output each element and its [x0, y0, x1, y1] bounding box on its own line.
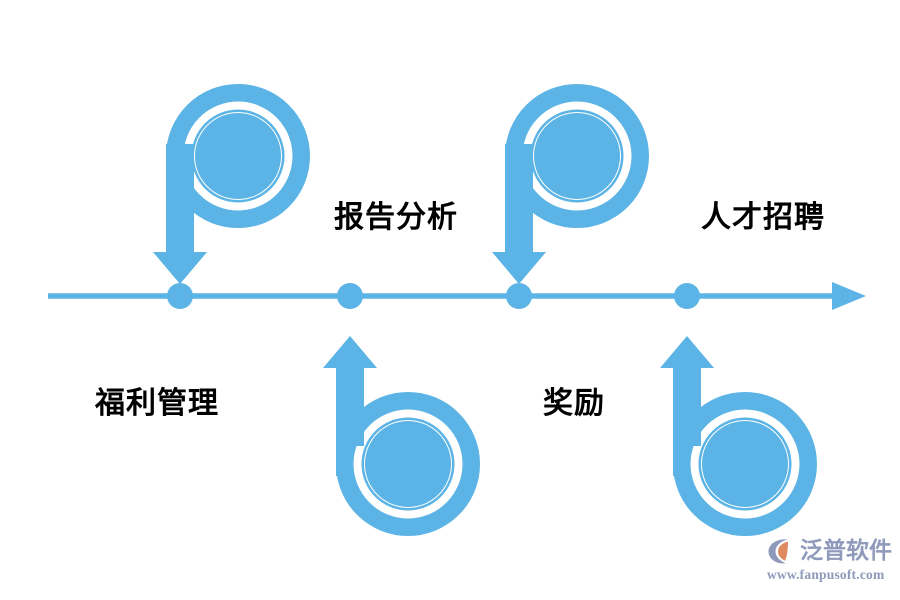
timeline-arrowhead: [832, 282, 866, 310]
node-label-talent-recruitment: 人才招聘: [701, 200, 825, 235]
fanpu-swoosh-logo-icon: [768, 539, 793, 564]
node-label-report-analysis: 报告分析: [334, 200, 458, 235]
brand-watermark: 泛普软件 www.fanpusoft.com: [766, 534, 896, 592]
timeline-marker-1[interactable]: [167, 283, 193, 309]
brand-url: www.fanpusoft.com: [767, 567, 885, 582]
brand-name: 泛普软件: [800, 538, 892, 564]
b-loop-up-arrow-icon: [660, 336, 803, 522]
timeline-marker-3[interactable]: [506, 283, 532, 309]
p-loop-down-arrow-icon: [153, 98, 296, 284]
p-loop-down-arrow-icon: [492, 98, 635, 284]
brand-row: 泛普软件: [766, 534, 896, 568]
timeline-marker-2[interactable]: [337, 283, 363, 309]
b-loop-up-arrow-icon: [323, 336, 466, 522]
timeline-marker-4[interactable]: [674, 283, 700, 309]
node-label-benefits-management: 福利管理: [95, 386, 219, 421]
node-label-rewards: 奖励: [543, 386, 605, 421]
